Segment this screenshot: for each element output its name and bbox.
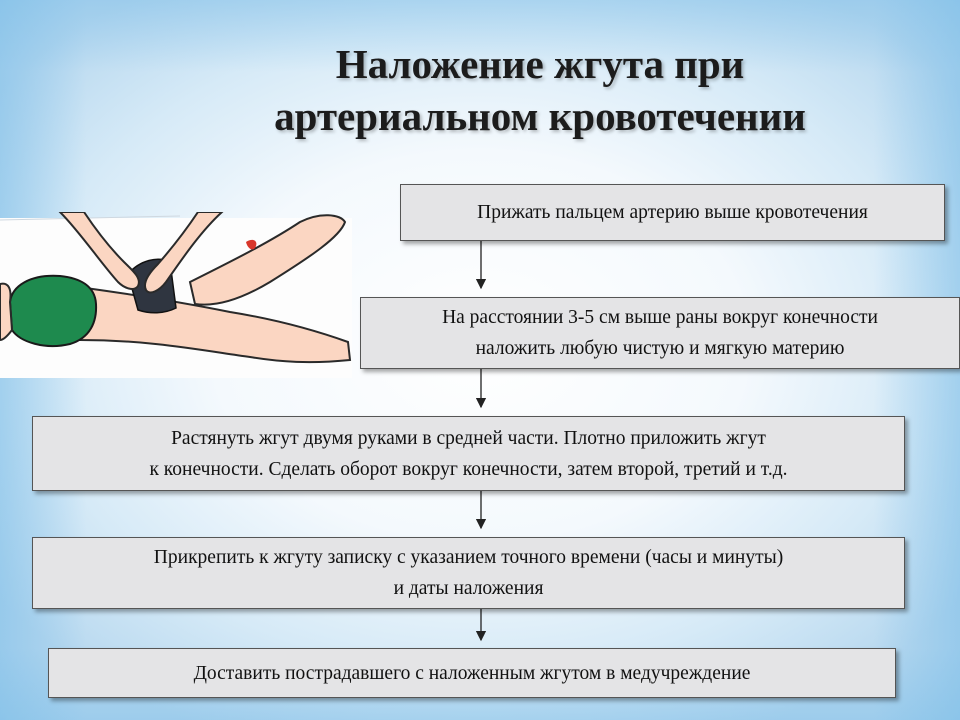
step-2-line-2: наложить любую чистую и мягкую материю	[475, 338, 845, 359]
right-arm	[144, 212, 224, 294]
tourniquet-application-illustration	[0, 212, 352, 378]
step-3-line-2: к конечности. Сделать оборот вокруг коне…	[149, 458, 788, 480]
raised-leg	[188, 214, 347, 306]
step-box-1: Прижать пальцем артерию выше кровотечени…	[400, 184, 945, 241]
left-arm	[58, 212, 140, 290]
step-box-3: Растянуть жгут двумя руками в средней ча…	[32, 416, 905, 491]
step-2-line-1: На расстоянии 3-5 см выше раны вокруг ко…	[442, 307, 878, 328]
torso	[0, 282, 14, 342]
wound-mark	[246, 239, 257, 250]
step-box-4: Прикрепить к жгуту записку с указанием т…	[32, 537, 905, 609]
title-line-1: Наложение жгута при	[335, 41, 745, 87]
title-line-2: артериальном кровотечении	[274, 93, 806, 139]
step-box-5: Доставить пострадавшего с наложенным жгу…	[48, 648, 896, 698]
illustration-ground-line	[0, 215, 181, 221]
step-5-line-1: Доставить пострадавшего с наложенным жгу…	[193, 662, 751, 684]
step-box-2: На расстоянии 3-5 см выше раны вокруг ко…	[360, 297, 960, 369]
step-4-line-2: и даты наложения	[393, 578, 544, 599]
shorts	[8, 274, 98, 348]
step-4-line-1: Прикрепить к жгуту записку с указанием т…	[153, 547, 784, 568]
step-1-line-1: Прижать пальцем артерию выше кровотечени…	[477, 202, 868, 223]
step-3-line-1: Растянуть жгут двумя руками в средней ча…	[171, 427, 766, 449]
page-title: Наложение жгута при артериальном кровоте…	[150, 38, 930, 142]
